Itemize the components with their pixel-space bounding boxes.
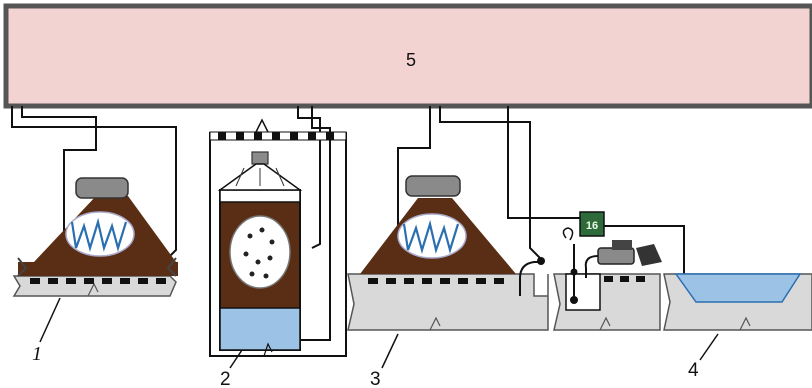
gauge-16: 16 <box>579 211 605 237</box>
gauge-label: 16 <box>586 220 598 232</box>
control-unit-label: 5 <box>406 50 416 70</box>
part-label-4: 4 <box>688 360 699 381</box>
part-label-1: 1 <box>32 343 42 365</box>
control-wires <box>11 106 685 341</box>
unit-3 <box>347 175 549 331</box>
unit-2 <box>209 118 347 357</box>
control-unit-5: 5 <box>3 3 812 109</box>
unit-1 <box>12 177 178 297</box>
middle-station <box>553 227 662 331</box>
part-label-3: 3 <box>370 369 381 388</box>
part-label-2: 2 <box>220 369 231 388</box>
unit-4 <box>663 273 812 331</box>
